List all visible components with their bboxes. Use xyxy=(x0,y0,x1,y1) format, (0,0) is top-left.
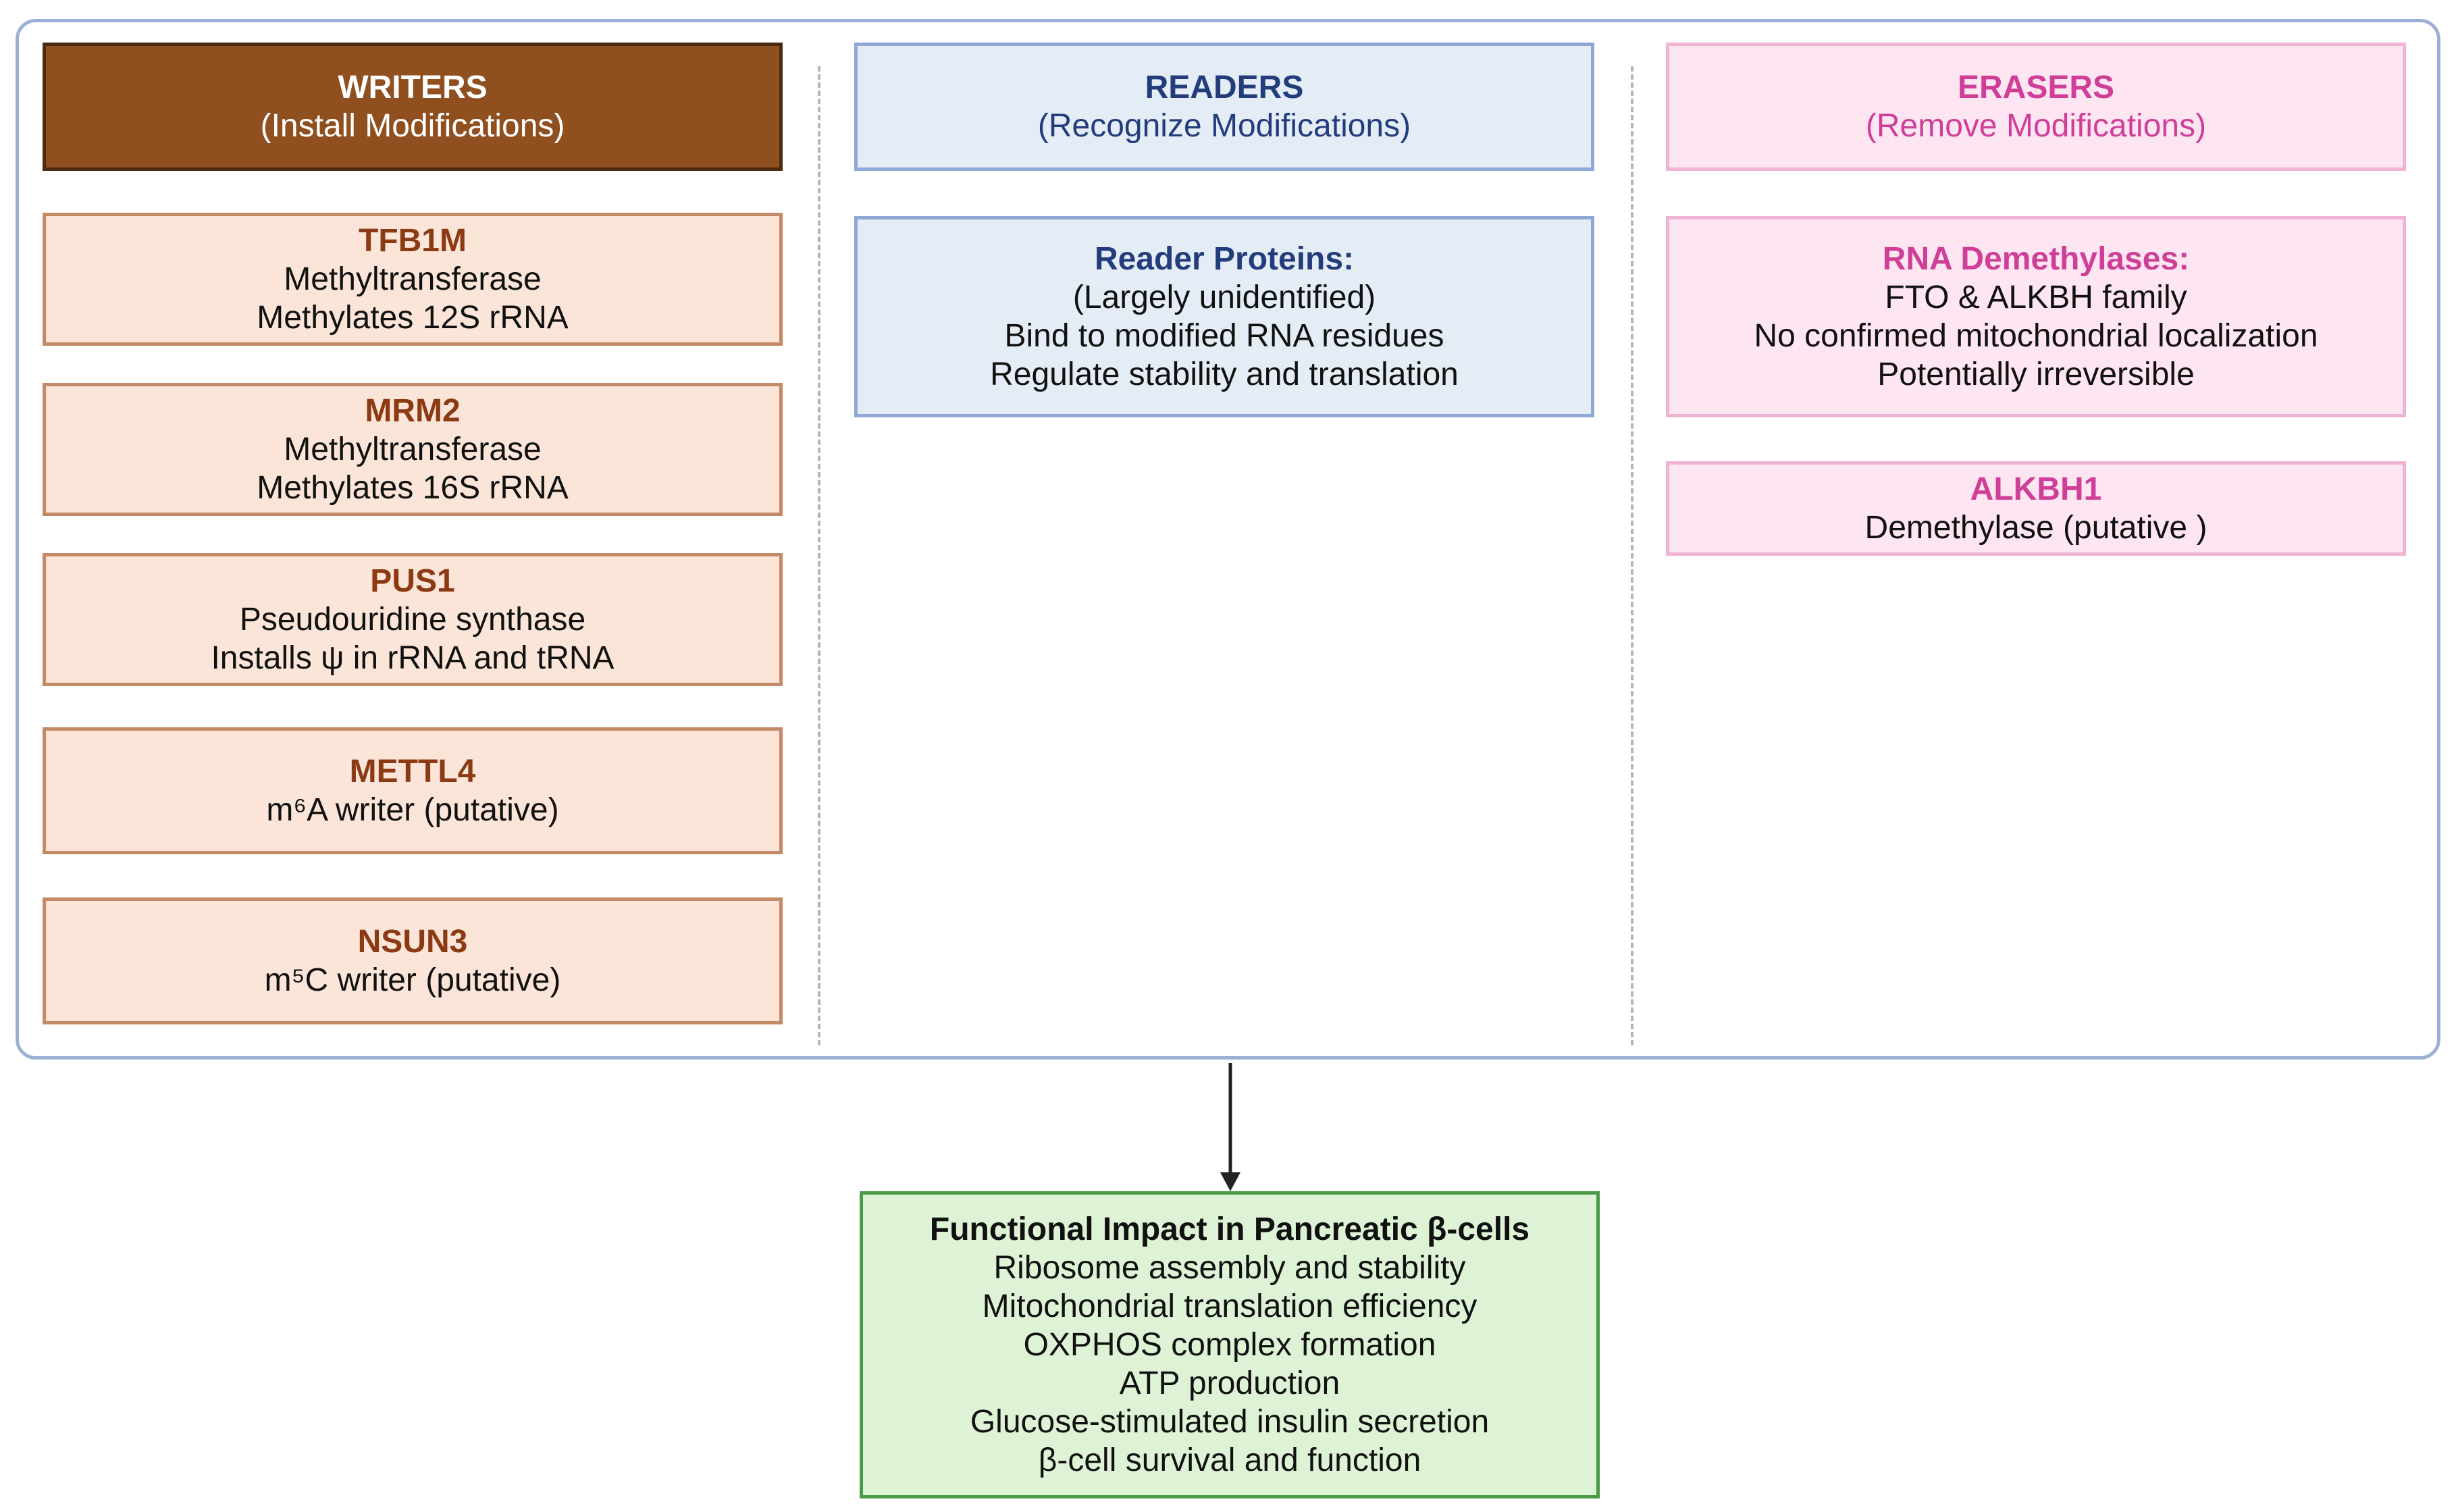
reader-line: (Largely unidentified) xyxy=(1072,280,1376,315)
eraser-name: ALKBH1 xyxy=(1970,471,2102,507)
impact-line: Ribosome assembly and stability xyxy=(993,1250,1466,1286)
writer-line: Methyltransferase xyxy=(284,261,542,297)
reader-box-proteins: Reader Proteins: (Largely unidentified) … xyxy=(854,216,1594,417)
writer-line: Methyltransferase xyxy=(284,432,542,467)
eraser-name: RNA Demethylases: xyxy=(1882,241,2190,277)
writer-box-mrm2: MRM2 Methyltransferase Methylates 16S rR… xyxy=(43,383,783,516)
readers-header-subtitle: (Recognize Modifications) xyxy=(1037,108,1411,144)
impact-line: Mitochondrial translation efficiency xyxy=(982,1288,1478,1324)
eraser-line: Potentially irreversible xyxy=(1877,357,2195,392)
reader-line: Bind to modified RNA residues xyxy=(1004,318,1444,354)
eraser-line: FTO & ALKBH family xyxy=(1885,280,2187,315)
writer-name: PUS1 xyxy=(370,563,455,599)
writer-line: Installs ψ in rRNA and tRNA xyxy=(211,640,614,676)
writers-header: WRITERS (Install Modifications) xyxy=(43,43,783,171)
eraser-box-alkbh1: ALKBH1 Demethylase (putative ) xyxy=(1666,461,2406,556)
eraser-line: No confirmed mitochondrial localization xyxy=(1754,318,2318,354)
writer-line: m⁶A writer (putative) xyxy=(266,792,559,828)
writer-line: m⁵C writer (putative) xyxy=(264,962,561,998)
impact-line: Glucose-stimulated insulin secretion xyxy=(970,1404,1490,1440)
reader-name: Reader Proteins: xyxy=(1094,241,1355,277)
panel-frame xyxy=(16,19,2440,1060)
writer-name: TFB1M xyxy=(359,223,467,259)
column-divider-right xyxy=(1631,66,1633,1045)
writer-box-nsun3: NSUN3 m⁵C writer (putative) xyxy=(43,897,783,1024)
impact-line: OXPHOS complex formation xyxy=(1023,1327,1436,1363)
writer-line: Pseudouridine synthase xyxy=(239,602,586,637)
erasers-header-subtitle: (Remove Modifications) xyxy=(1865,108,2207,144)
writer-box-tfb1m: TFB1M Methyltransferase Methylates 12S r… xyxy=(43,213,783,346)
erasers-header: ERASERS (Remove Modifications) xyxy=(1666,43,2406,171)
impact-box: Functional Impact in Pancreatic β-cells … xyxy=(860,1191,1600,1498)
writer-box-pus1: PUS1 Pseudouridine synthase Installs ψ i… xyxy=(43,553,783,686)
writers-header-title: WRITERS xyxy=(338,70,488,105)
erasers-header-title: ERASERS xyxy=(1957,70,2115,105)
reader-line: Regulate stability and translation xyxy=(990,357,1459,392)
impact-line: β-cell survival and function xyxy=(1038,1442,1421,1478)
writer-box-mettl4: METTL4 m⁶A writer (putative) xyxy=(43,727,783,854)
eraser-line: Demethylase (putative ) xyxy=(1864,510,2207,546)
readers-header-title: READERS xyxy=(1145,70,1304,105)
readers-header: READERS (Recognize Modifications) xyxy=(854,43,1594,171)
writer-name: MRM2 xyxy=(365,393,461,429)
column-divider-left xyxy=(818,66,820,1045)
impact-line: ATP production xyxy=(1119,1365,1340,1401)
impact-title: Functional Impact in Pancreatic β-cells xyxy=(929,1211,1530,1247)
writer-name: METTL4 xyxy=(349,754,476,789)
writer-line: Methylates 16S rRNA xyxy=(257,470,569,506)
eraser-box-demethylases: RNA Demethylases: FTO & ALKBH family No … xyxy=(1666,216,2406,417)
writers-header-subtitle: (Install Modifications) xyxy=(260,108,565,144)
writer-line: Methylates 12S rRNA xyxy=(257,300,569,336)
writer-name: NSUN3 xyxy=(357,924,468,960)
